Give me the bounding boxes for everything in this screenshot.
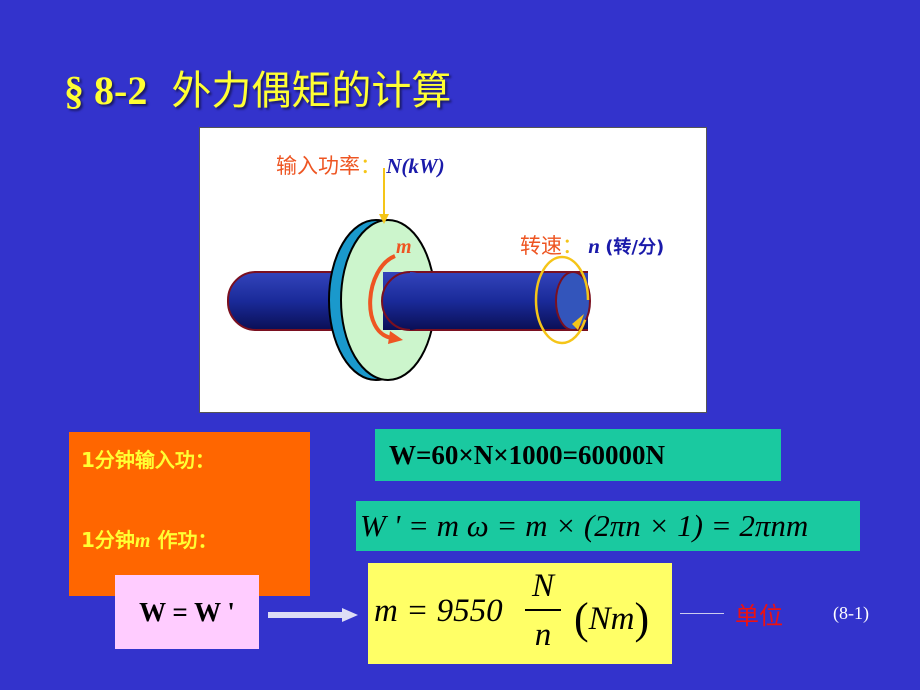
- speed-label: 转速： n (转/分): [520, 234, 665, 258]
- fraction: N n: [525, 565, 561, 657]
- equation-number: (8-1): [833, 603, 869, 623]
- input-power-label: 输入功率： N(kW): [276, 154, 445, 178]
- shaft-diagram: 输入功率： N(kW) m 转速： n (转/分): [199, 127, 707, 413]
- work-equality-box: W = W ': [115, 575, 259, 649]
- torque-label: m: [396, 236, 412, 258]
- speed-variable: n: [588, 234, 600, 258]
- speed-unit: (转/分): [605, 237, 665, 258]
- annotation-line: [680, 613, 724, 614]
- input-work-line: 1分钟输入功：: [81, 448, 215, 472]
- torque-result-formula: m = 9550 N n (Nm): [368, 563, 672, 664]
- slide-title: § 8-2 外力偶矩的计算: [64, 58, 451, 116]
- unit-annotation: 单位: [735, 602, 783, 630]
- title-text: 外力偶矩的计算: [171, 68, 452, 114]
- right-arrow-icon: [268, 608, 358, 622]
- shaft-illustration: [227, 168, 591, 381]
- section-number: § 8-2: [64, 68, 148, 113]
- input-work-formula: W=60×N×1000=60000N: [375, 429, 781, 481]
- input-power-variable: N(kW): [386, 154, 445, 178]
- torque-work-formula: W ' = m ω = m × (2πn × 1) = 2πnm: [356, 501, 860, 551]
- work-description-box: 1分钟输入功： 1分钟m 作功：: [69, 432, 310, 596]
- torque-work-line: 1分钟m 作功：: [81, 528, 218, 552]
- formula-lhs: m = 9550: [374, 593, 503, 629]
- formula-unit: (Nm): [574, 594, 650, 643]
